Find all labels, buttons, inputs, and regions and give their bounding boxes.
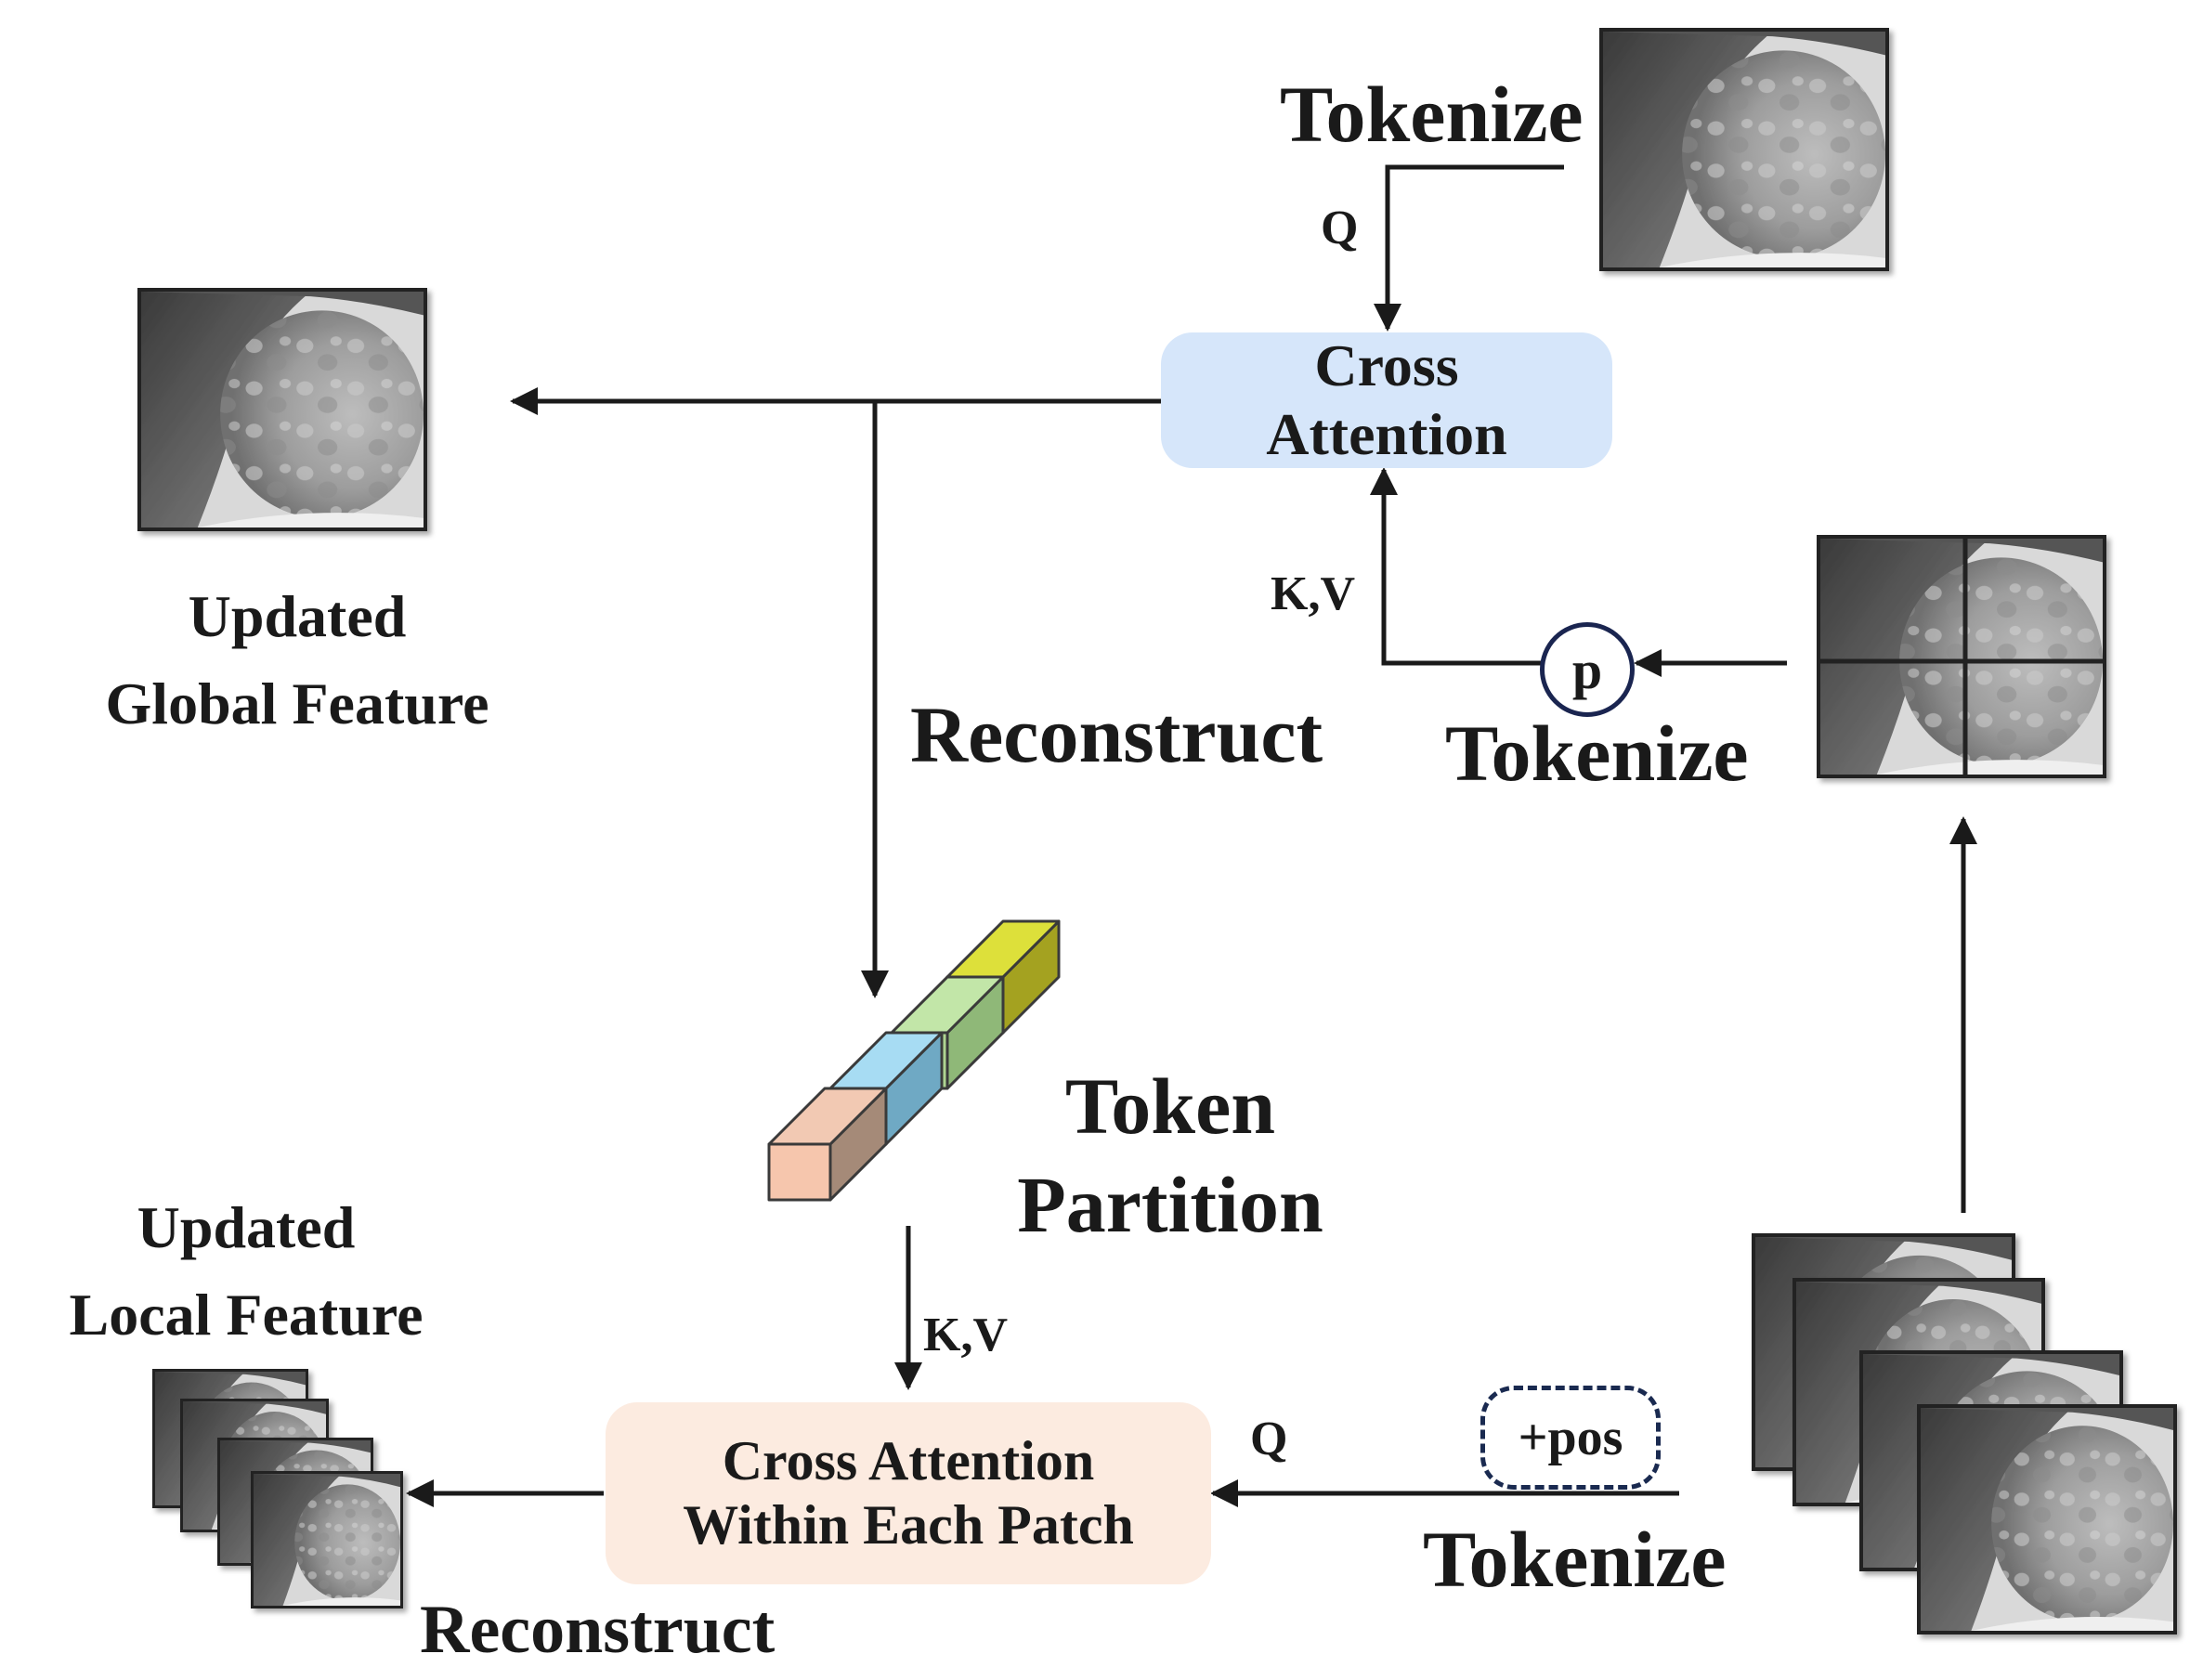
updated-global-line2: Global Feature <box>105 671 489 736</box>
cross-attention-box: Cross Attention <box>1161 332 1612 468</box>
cross-attention-patch-box: Cross Attention Within Each Patch <box>606 1402 1211 1584</box>
tokenize-mid-label: Tokenize <box>1445 709 1749 798</box>
kv-top-arrow <box>1370 467 1542 666</box>
p-circle: p <box>1540 622 1635 717</box>
top-right-feature-image <box>1599 28 1889 271</box>
token-bar <box>767 919 1061 1202</box>
q-top-label: Q <box>1321 202 1359 254</box>
cross-attention-line1: Cross <box>1314 332 1459 399</box>
kv-top-label: K,V <box>1271 567 1355 620</box>
pos-label: +pos <box>1518 1409 1623 1466</box>
token-1 <box>767 1087 888 1202</box>
reconstruct-mid-label: Reconstruct <box>910 690 1323 779</box>
p-symbol: p <box>1571 639 1603 700</box>
pos-box: +pos <box>1480 1386 1661 1490</box>
kv-bottom-label: K,V <box>923 1309 1008 1361</box>
updated-local-line1: Updated <box>137 1194 356 1260</box>
local-feature-stack <box>1752 1233 2177 1634</box>
patched-feature-image <box>1817 535 2106 778</box>
updated-global-line1: Updated <box>188 583 407 649</box>
cross-attention-line2: Attention <box>1266 401 1507 467</box>
q-top-arrow <box>1374 164 1564 332</box>
updated-local-line2: Local Feature <box>69 1282 424 1348</box>
token-partition-line2: Partition <box>1017 1160 1323 1249</box>
cross-patch-line1: Cross Attention <box>722 1430 1095 1491</box>
q-bottom-label: Q <box>1250 1413 1288 1465</box>
reconstruct-bottom-label: Reconstruct <box>420 1592 776 1668</box>
cross-patch-line2: Within Each Patch <box>683 1494 1134 1556</box>
updated-global-feature-image <box>137 288 427 531</box>
tokenize-top-label: Tokenize <box>1280 70 1584 159</box>
updated-local-feature-stack <box>152 1369 403 1608</box>
tokenize-bottom-label: Tokenize <box>1423 1515 1727 1604</box>
token-partition-line1: Token <box>1064 1061 1276 1151</box>
